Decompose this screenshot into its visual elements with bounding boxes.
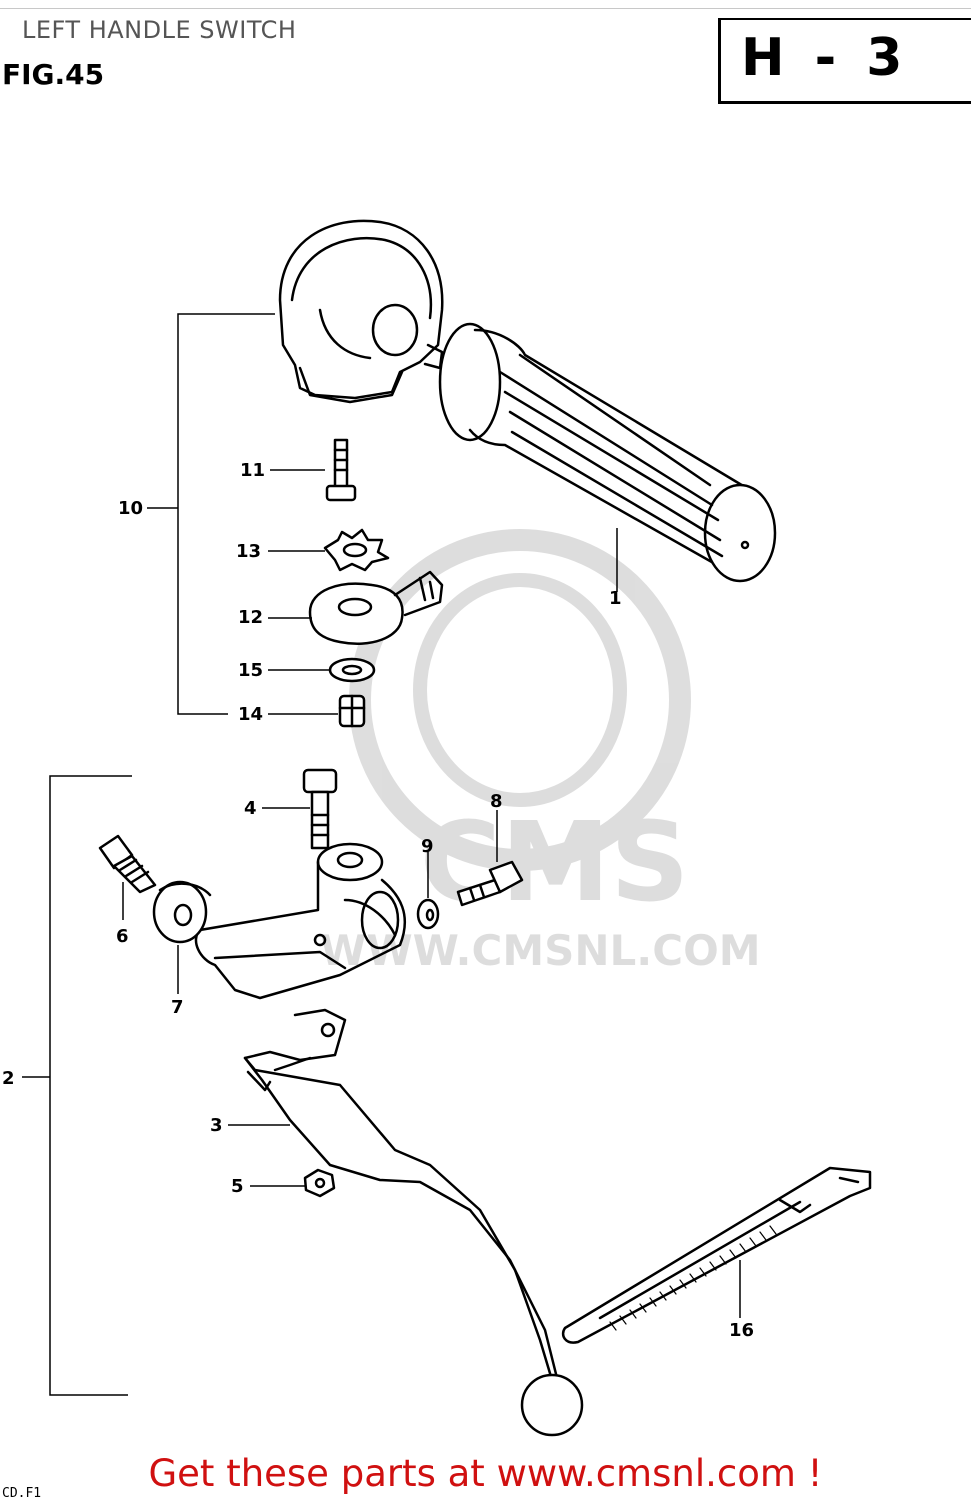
callout-5: 5 (231, 1176, 244, 1197)
watermark-logo: CMS (420, 798, 689, 926)
clutch-perch-bracket (194, 842, 406, 1000)
locknut-part-7 (152, 880, 212, 944)
corner-label: CD.F1 (2, 1486, 42, 1501)
page-code-box: H - 3 (718, 18, 971, 104)
nut-part-14 (338, 694, 366, 728)
top-rule (0, 8, 971, 9)
washer-part-15 (328, 657, 376, 683)
screw-part-11 (325, 438, 357, 502)
bracket-10 (177, 313, 275, 715)
callout-16: 16 (729, 1320, 754, 1341)
handle-grip-part (438, 322, 777, 583)
callout-8: 8 (490, 791, 503, 812)
page-code: H - 3 (741, 28, 909, 88)
callout-15: 15 (238, 660, 263, 681)
bolt-part-4 (302, 768, 338, 850)
adjuster-part-6 (98, 834, 157, 894)
callout-1: 1 (609, 588, 622, 609)
diagram-title: LEFT HANDLE SWITCH (22, 16, 297, 44)
callout-6: 6 (116, 926, 129, 947)
star-washer-part-13 (323, 528, 390, 572)
footer-link[interactable]: Get these parts at www.cmsnl.com ! (148, 1452, 823, 1495)
cable-tie-part-16 (561, 1166, 872, 1344)
callout-4: 4 (244, 798, 257, 819)
callout-11: 11 (240, 460, 265, 481)
callout-13: 13 (236, 541, 261, 562)
callout-2: 2 (2, 1068, 15, 1089)
choke-lever-part-12 (308, 570, 444, 645)
nut-part-5 (303, 1168, 336, 1198)
callout-7: 7 (171, 997, 184, 1018)
watermark-url: WWW.CMSNL.COM (320, 926, 761, 975)
bolt-part-8 (456, 860, 524, 907)
callout-10: 10 (118, 498, 143, 519)
callout-3: 3 (210, 1115, 223, 1136)
callout-12: 12 (238, 607, 263, 628)
bracket-2 (49, 775, 132, 1396)
figure-number: FIG.45 (2, 58, 105, 91)
switch-housing-part (278, 219, 444, 404)
callout-9: 9 (421, 836, 434, 857)
clutch-lever-part-3 (243, 1008, 584, 1437)
washer-part-9 (416, 898, 440, 930)
callout-14: 14 (238, 704, 263, 725)
